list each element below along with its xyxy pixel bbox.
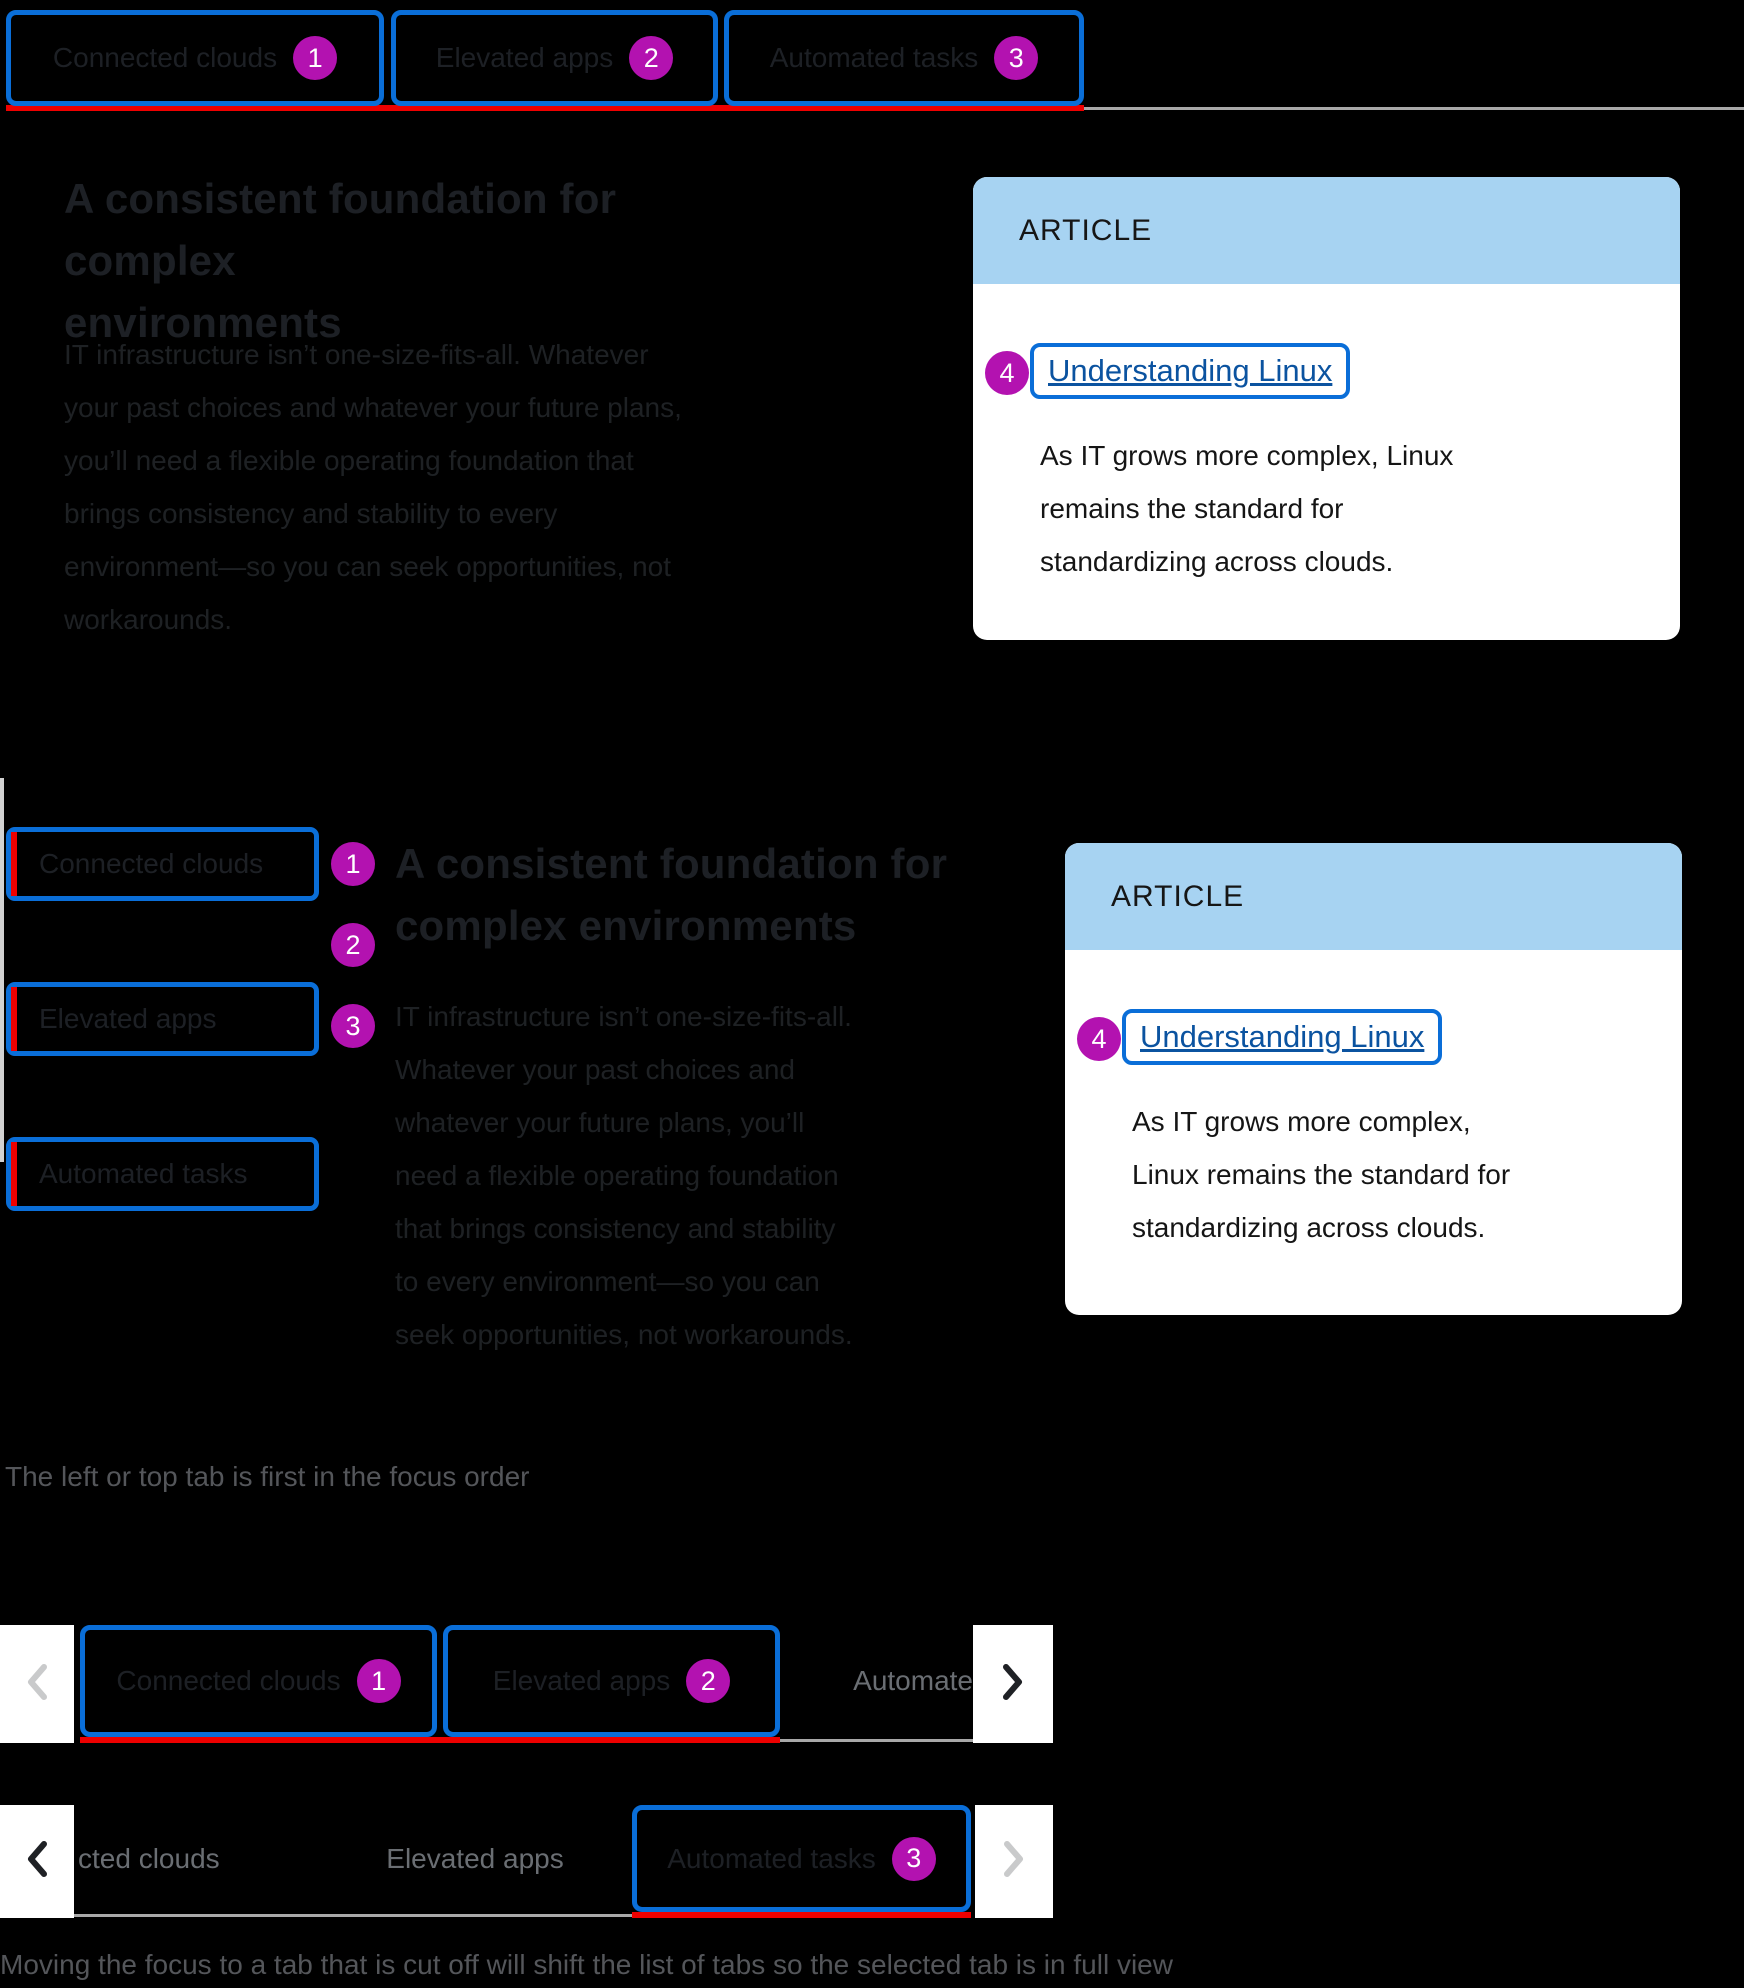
tab-label: Elevated apps <box>39 1003 217 1034</box>
paragraph-line: standardizing across clouds. <box>1040 546 1394 577</box>
focus-order-badge: 1 <box>293 36 338 80</box>
article-link[interactable]: Understanding Linux <box>1030 343 1351 399</box>
card-eyebrow: ARTICLE <box>973 177 1680 284</box>
paragraph-line: brings consistency and stability to ever… <box>64 498 558 529</box>
paragraph-line: remains the standard for <box>1040 493 1344 524</box>
paragraph-line: seek opportunities, not workarounds. <box>395 1319 853 1350</box>
tab-elevated-apps[interactable]: Elevated apps <box>6 982 319 1056</box>
focus-order-badge: 2 <box>629 36 674 80</box>
focus-order-badge: 2 <box>686 1659 731 1703</box>
focus-order-badge: 1 <box>356 1659 401 1703</box>
tab-elevated-apps[interactable]: Elevated apps 2 <box>443 1625 780 1737</box>
tab-label: Automate <box>853 1665 973 1696</box>
chevron-left-icon <box>24 1838 50 1885</box>
tabbar-bottom-border <box>1084 107 1744 110</box>
scroll-left-button[interactable] <box>0 1805 74 1918</box>
selected-tab-indicator <box>11 1142 17 1206</box>
article-link[interactable]: Understanding Linux <box>1122 1009 1443 1065</box>
scroll-right-button[interactable] <box>973 1625 1053 1743</box>
tab-automated-tasks[interactable]: Automated tasks <box>6 1137 319 1211</box>
paragraph-line: environment—so you can seek opportunitie… <box>64 551 672 582</box>
tab-connected-clouds-cutoff[interactable]: cted clouds <box>78 1805 298 1912</box>
selected-tab-indicator <box>11 987 17 1051</box>
heading-line: A consistent foundation for complex <box>64 175 617 284</box>
tabbar-bottom-border <box>780 1739 1053 1742</box>
heading-line: A consistent foundation for <box>395 840 948 887</box>
figure-caption: Moving the focus to a tab that is cut of… <box>0 1949 1173 1980</box>
tab-connected-clouds[interactable]: Connected clouds 1 <box>6 10 384 106</box>
selected-tab-underline <box>6 105 1084 111</box>
tab-label: Automated tasks <box>667 1842 876 1874</box>
paragraph-line: Linux remains the standard for <box>1132 1159 1511 1190</box>
tab-automated-tasks-cutoff[interactable]: Automate <box>786 1625 973 1737</box>
paragraph-line: IT infrastructure isn’t one-size-fits-al… <box>395 1001 852 1032</box>
paragraph-line: Whatever your past choices and <box>395 1054 795 1085</box>
paragraph-line: whatever your future plans, you’ll <box>395 1107 805 1138</box>
focus-order-badge: 3 <box>331 1004 375 1048</box>
article-link-text: Understanding Linux <box>1048 353 1333 388</box>
focus-order-badge: 3 <box>994 36 1039 80</box>
paragraph-line: that brings consistency and stability <box>395 1213 836 1244</box>
tabbar-bottom-border <box>0 1914 632 1917</box>
paragraph-line: standardizing across clouds. <box>1132 1212 1486 1243</box>
card-eyebrow-text: ARTICLE <box>1111 879 1245 913</box>
tab-label: Elevated apps <box>386 1842 564 1874</box>
chevron-left-icon <box>24 1661 50 1708</box>
selected-tab-underline <box>80 1737 780 1743</box>
tab-connected-clouds[interactable]: Connected clouds <box>6 827 319 901</box>
tab-label: Connected clouds <box>39 848 264 879</box>
tab-automated-tasks[interactable]: Automated tasks 3 <box>632 1805 971 1912</box>
vertical-tabbar-border <box>0 778 4 1162</box>
paragraph-line: workarounds. <box>64 604 233 635</box>
tab-label: Automated tasks <box>769 42 979 73</box>
tab-label: cted clouds <box>78 1842 220 1874</box>
selected-tab-underline <box>632 1912 971 1918</box>
content-paragraph: IT infrastructure isn’t one-size-fits-al… <box>395 990 1035 1361</box>
scroll-left-button[interactable] <box>0 1625 74 1743</box>
chevron-right-icon <box>1001 1838 1027 1885</box>
article-card: ARTICLE 4 Understanding Linux As IT grow… <box>1065 843 1682 1315</box>
article-link-text: Understanding Linux <box>1140 1019 1425 1054</box>
tab-elevated-apps[interactable]: Elevated apps 2 <box>391 10 718 106</box>
paragraph-line: you’ll need a flexible operating foundat… <box>64 445 634 476</box>
paragraph-line: As IT grows more complex, <box>1132 1106 1471 1137</box>
paragraph-line: need a flexible operating foundation <box>395 1160 839 1191</box>
tab-label: Automated tasks <box>39 1158 248 1189</box>
selected-tab-indicator <box>11 832 17 896</box>
article-card: ARTICLE 4 Understanding Linux As IT grow… <box>973 177 1680 640</box>
focus-order-badge: 2 <box>331 923 375 967</box>
content-paragraph: IT infrastructure isn’t one-size-fits-al… <box>64 328 784 646</box>
card-paragraph: As IT grows more complex, Linux remains … <box>1132 1095 1652 1254</box>
focus-order-badge: 4 <box>985 351 1029 395</box>
tab-automated-tasks[interactable]: Automated tasks 3 <box>724 10 1084 106</box>
tab-label: Elevated apps <box>435 42 614 73</box>
content-heading: A consistent foundation for complex envi… <box>395 833 1035 957</box>
card-paragraph: As IT grows more complex, Linux remains … <box>1040 429 1640 588</box>
paragraph-line: As IT grows more complex, Linux <box>1040 440 1454 471</box>
heading-line: complex environments <box>395 902 857 949</box>
chevron-right-icon <box>1000 1661 1026 1708</box>
focus-order-badge: 4 <box>1077 1017 1121 1061</box>
content-heading: A consistent foundation for complex envi… <box>64 168 784 354</box>
focus-order-badge: 1 <box>331 842 375 886</box>
paragraph-line: IT infrastructure isn’t one-size-fits-al… <box>64 339 649 370</box>
tab-connected-clouds[interactable]: Connected clouds 1 <box>80 1625 437 1737</box>
tab-label: Connected clouds <box>52 42 278 73</box>
figure-caption: The left or top tab is first in the focu… <box>5 1461 530 1492</box>
tab-label: Connected clouds <box>116 1665 341 1696</box>
tab-elevated-apps[interactable]: Elevated apps <box>320 1805 630 1912</box>
paragraph-line: your past choices and whatever your futu… <box>64 392 682 423</box>
paragraph-line: to every environment—so you can <box>395 1266 820 1297</box>
heading-line: environments <box>64 299 342 346</box>
scroll-right-button[interactable] <box>975 1805 1053 1918</box>
card-eyebrow: ARTICLE <box>1065 843 1682 950</box>
focus-order-badge: 3 <box>891 1836 936 1881</box>
card-eyebrow-text: ARTICLE <box>1019 213 1153 247</box>
tab-label: Elevated apps <box>492 1665 671 1696</box>
